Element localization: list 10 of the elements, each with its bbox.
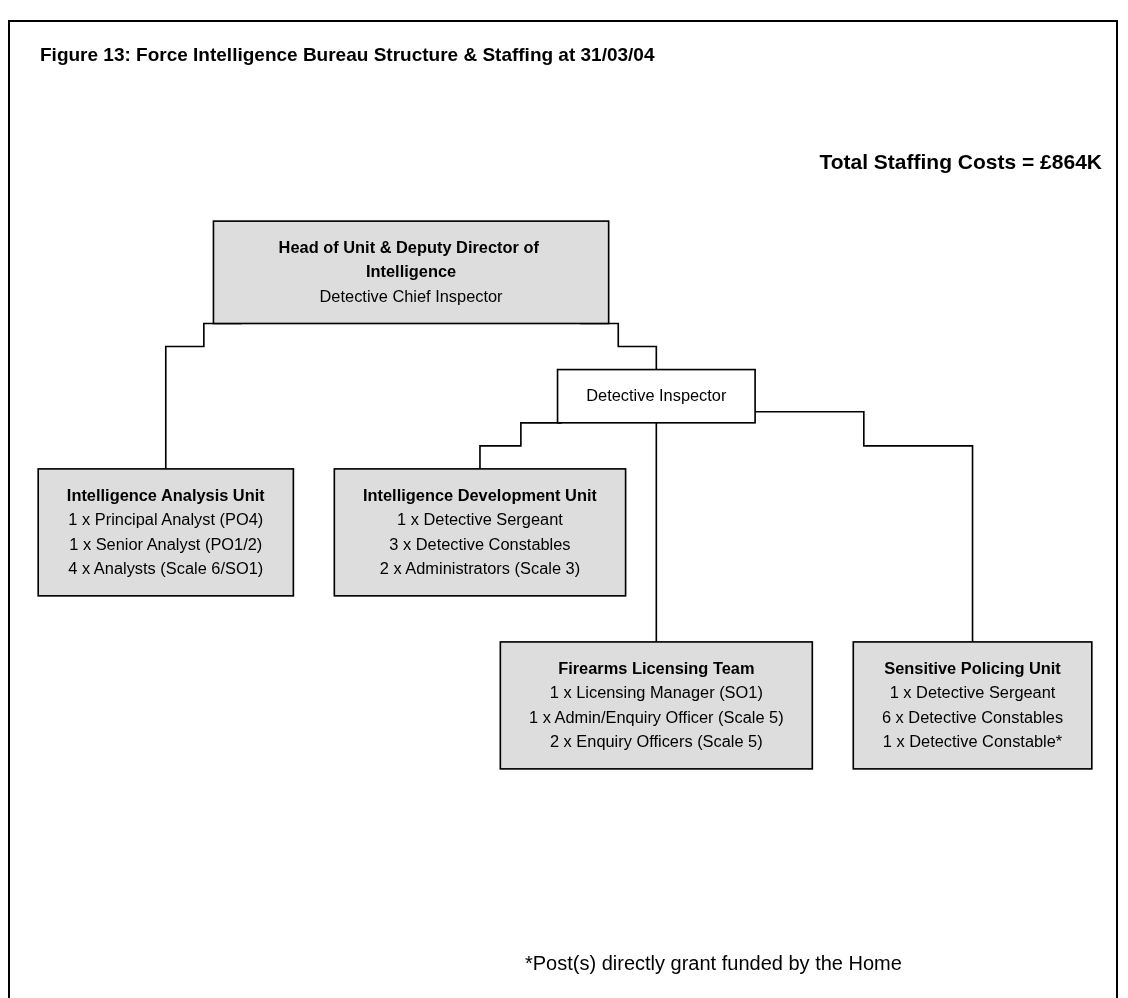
figure-title: Figure 13: Force Intelligence Bureau Structure & Staffing at 31/03/04 [40,44,655,66]
connector [655,422,658,643]
node-box: Intelligence Development Unit 1 x Detective Sergeant 3 x Detective Constables 2 x Administrators (Scale 3) [333,468,627,597]
node-box: Sensitive Policing Unit 1 x Detective Sergeant 6 x Detective Constables 1 x Detective Constable* [852,641,1093,770]
node-box: Intelligence Analysis Unit 1 x Principal Analyst (PO4) 1 x Senior Analyst (PO1/2) 4 x Analysts (Scale 6/SO1) [37,468,295,597]
node-box: Firearms Licensing Team 1 x Licensing Manager (SO1) 1 x Admin/Enquiry Officer (Scale 5) 2 x Enquiry Officers (Scale 5) [499,641,814,770]
total-cost-note: Total Staffing Costs = £864K [819,150,1102,174]
footnote: *Post(s) directly grant funded by the Home [525,952,902,975]
node-box: Detective Inspector [556,368,756,424]
node-box: Head of Unit & Deputy Director of Intelligence Detective Chief Inspector [212,220,610,325]
